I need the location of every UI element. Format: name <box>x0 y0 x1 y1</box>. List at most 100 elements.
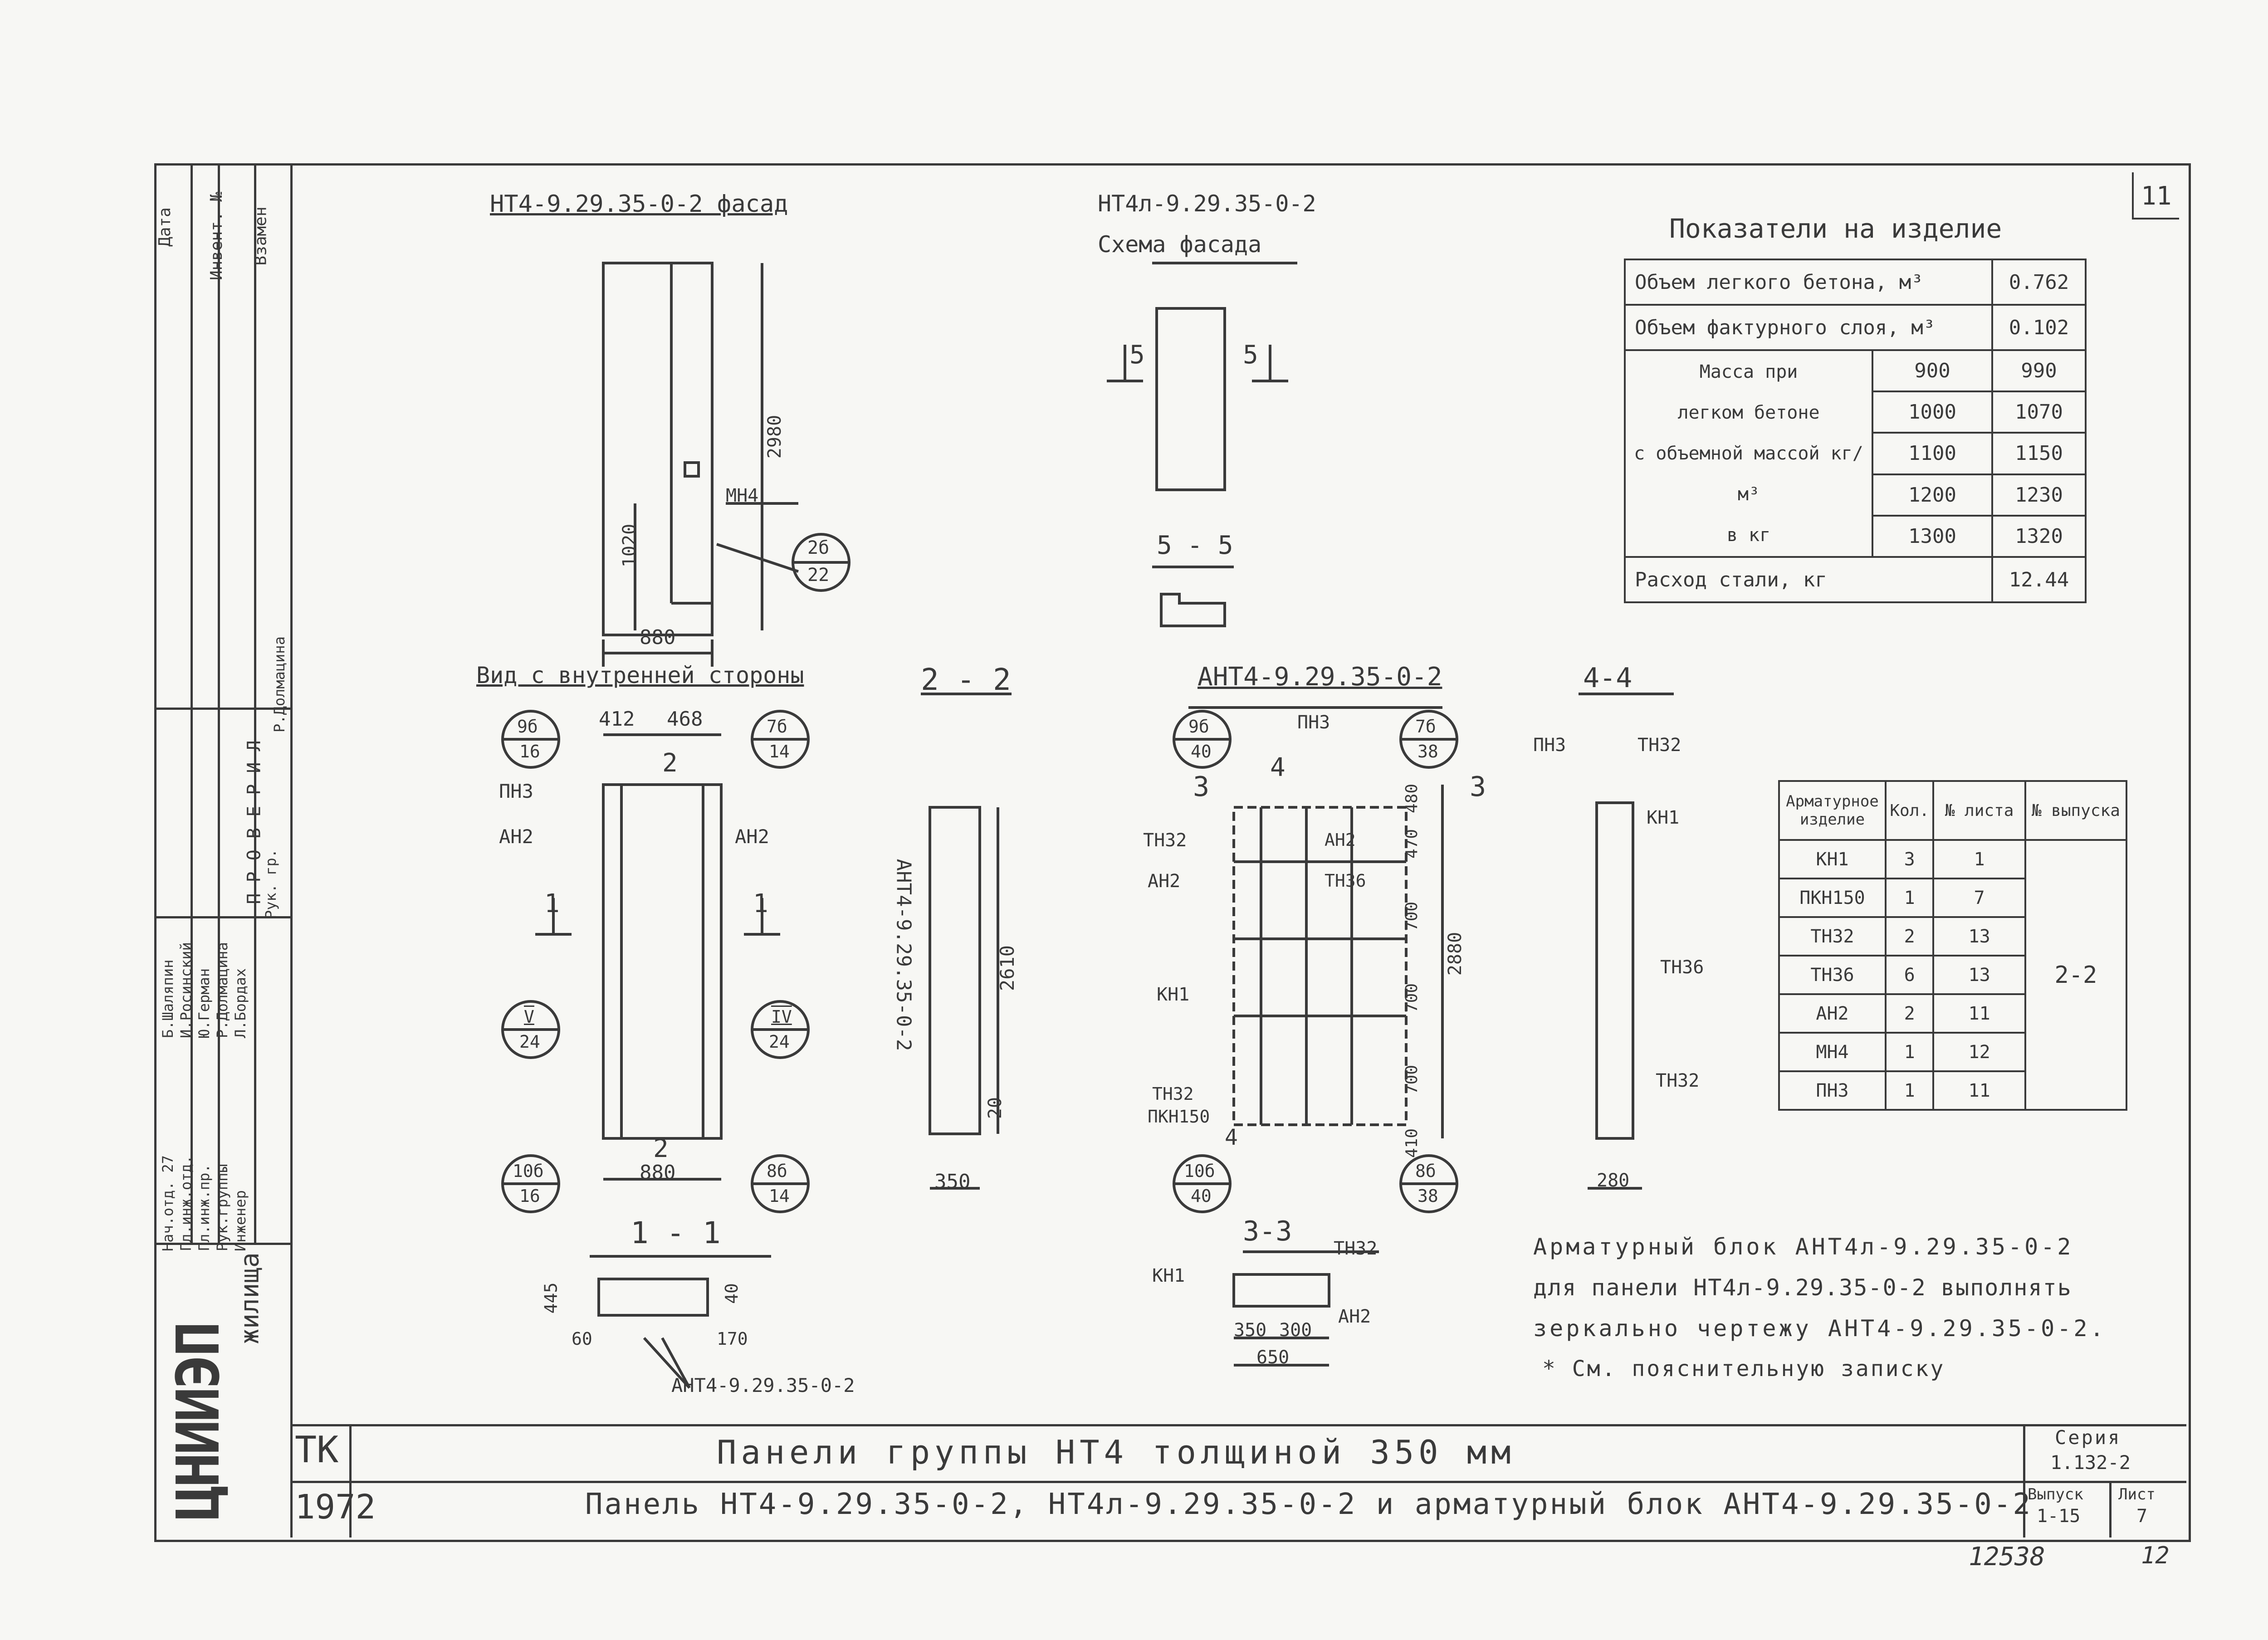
stamp-divider <box>254 163 256 1243</box>
block-label-pkn150: ПКН150 <box>1148 1107 1210 1127</box>
section-3-total: 650 <box>1256 1347 1290 1368</box>
rebar-sheet: 1 <box>1932 839 2026 879</box>
section-2-title: 2 - 2 <box>921 662 1011 697</box>
rebar-table: Арматурное изделие Кол. № листа № выпуск… <box>1778 780 2128 1111</box>
series-value: 1.132-2 <box>2050 1451 2131 1474</box>
sheet-label: Лист <box>2118 1485 2156 1503</box>
title-line-2: Панель НТ4-9.29.35-0-2, НТ4л-9.29.35-0-2… <box>585 1488 2032 1521</box>
sheet-code-sub: 12 <box>2141 1542 2170 1569</box>
section-1-a: 40 <box>721 1283 742 1304</box>
inner-mark-1b: 1 <box>753 889 768 918</box>
issue-label: Выпуск <box>2028 1485 2083 1503</box>
rebar-sheet: 7 <box>1932 878 2026 918</box>
rebar-qty: 1 <box>1884 1032 1935 1072</box>
facade-title: НТ4-9.29.35-0-2 фасад <box>490 190 788 218</box>
mass-density: 1300 <box>1872 514 1993 558</box>
inner-callout-1-bottom: 16 <box>519 742 540 761</box>
section-1-label: АНТ4-9.29.35-0-2 <box>671 1374 855 1396</box>
mass-value: 1230 <box>1991 473 2087 517</box>
indicator-facing-layer-value: 0.102 <box>1991 304 2087 351</box>
indicator-facing-layer-label: Объем фактурного слоя, м³ <box>1624 304 1993 351</box>
inner-callout-2-bottom: 14 <box>769 742 790 761</box>
stamp-divider <box>154 916 290 918</box>
block-dim-1: 480 <box>1403 783 1422 814</box>
inner-dim-w1: 412 <box>599 708 635 731</box>
block-title: АНТ4-9.29.35-0-2 <box>1198 662 1442 692</box>
block-label-tn32b: ТН32 <box>1152 1084 1194 1104</box>
block-label-kn1: КН1 <box>1157 984 1190 1005</box>
rebar-item: ПН3 <box>1778 1070 1887 1111</box>
block-label-an2b: АН2 <box>1325 830 1356 850</box>
section-3-an2: АН2 <box>1338 1306 1371 1327</box>
rebar-sheet: 11 <box>1932 1070 2026 1111</box>
inner-view-title: Вид с внутренней стороны <box>476 662 804 688</box>
section-3-kn1: КН1 <box>1152 1265 1185 1286</box>
indicators-title: Показатели на изделие <box>1669 213 2002 244</box>
rebar-qty: 2 <box>1884 916 1935 957</box>
section-2-height: 2610 <box>996 945 1019 991</box>
section-1-b: 60 <box>572 1329 592 1349</box>
section-4-pn3: ПН3 <box>1533 735 1566 756</box>
block-dim-4: 700 <box>1403 983 1422 1013</box>
note-line-2: для панели НТ4л-9.29.35-0-2 выполнять <box>1533 1274 2072 1301</box>
title-block-divider <box>2023 1424 2025 1538</box>
block-dim-2: 470 <box>1403 829 1422 859</box>
block-callout-1-bottom: 40 <box>1191 742 1212 761</box>
section-4-tn32b: ТН32 <box>1656 1070 1700 1091</box>
rebar-header-sheet: № листа <box>1932 780 2026 841</box>
facade-dim-lower: 1020 <box>619 523 640 568</box>
inner-callout-6-top: 8б <box>767 1161 787 1181</box>
mass-label-line: Масса при <box>1699 361 1798 382</box>
rebar-header-issue: № выпуска <box>2024 780 2128 841</box>
block-callout-4-top: 8б <box>1415 1161 1436 1181</box>
rebar-item: ТН32 <box>1778 916 1887 957</box>
scheme-title-2: Схема фасада <box>1098 231 1262 258</box>
rebar-item: АН2 <box>1778 993 1887 1034</box>
inner-mark-2b: 2 <box>653 1134 669 1163</box>
inner-dim-width: 880 <box>640 1161 676 1184</box>
stamp-divider <box>191 163 193 1243</box>
block-mark-3: 3 <box>1193 771 1210 803</box>
rebar-qty: 1 <box>1884 1070 1935 1111</box>
inner-callout-4-top: IV <box>771 1007 792 1027</box>
block-dim-total: 2880 <box>1445 932 1466 976</box>
note-line-4: * См. пояснительную записку <box>1542 1356 1945 1381</box>
section-2-bottom: 20 <box>985 1097 1006 1119</box>
rebar-header-qty: Кол. <box>1884 780 1935 841</box>
facade-dim-height: 2980 <box>764 415 786 459</box>
block-callout-3-bottom: 40 <box>1191 1186 1212 1206</box>
block-callout-1-top: 9б <box>1188 717 1209 737</box>
block-label-tn36: ТН36 <box>1325 871 1366 891</box>
block-mark-3b: 3 <box>1470 771 1486 803</box>
section-4-tn36: ТН36 <box>1660 957 1704 978</box>
inner-callout-4-bottom: 24 <box>769 1032 790 1052</box>
inner-callout-5-bottom: 16 <box>519 1186 540 1206</box>
scheme-mark-right: 5 <box>1243 340 1258 370</box>
mass-density: 1200 <box>1872 473 1993 517</box>
mass-value: 1320 <box>1991 514 2087 558</box>
inner-label-an2-right: АН2 <box>735 825 769 848</box>
rebar-qty: 3 <box>1884 839 1935 879</box>
title-block <box>290 1424 2186 1540</box>
facade-callout-bottom: 22 <box>807 565 830 586</box>
sheet-code: 12538 <box>1969 1542 2045 1572</box>
inner-callout-3-bottom: 24 <box>519 1032 540 1052</box>
mass-density: 1000 <box>1872 390 1993 434</box>
facade-mark: МН4 <box>726 485 759 506</box>
page-number-box <box>2132 172 2179 220</box>
note-line-3: зеркально чертежу АНТ4-9.29.35-0-2. <box>1533 1315 2107 1342</box>
facade-dim-width: 880 <box>640 626 676 649</box>
mass-label-line: с объемной массой кг/м³ <box>1634 443 1863 505</box>
block-mark-4b: 4 <box>1225 1125 1238 1150</box>
drawing-frame <box>154 163 2191 1542</box>
inner-label-pn3: ПН3 <box>499 780 533 802</box>
title-block-divider <box>2109 1481 2112 1538</box>
block-label-an2: АН2 <box>1148 871 1181 892</box>
rebar-sheet: 11 <box>1932 993 2026 1034</box>
section-4-width: 280 <box>1597 1170 1630 1191</box>
inner-callout-5-top: 10б <box>513 1161 544 1181</box>
mass-label-line: в кг <box>1726 525 1771 546</box>
rebar-sheet: 12 <box>1932 1032 2026 1072</box>
block-dim-5: 700 <box>1403 1064 1422 1095</box>
